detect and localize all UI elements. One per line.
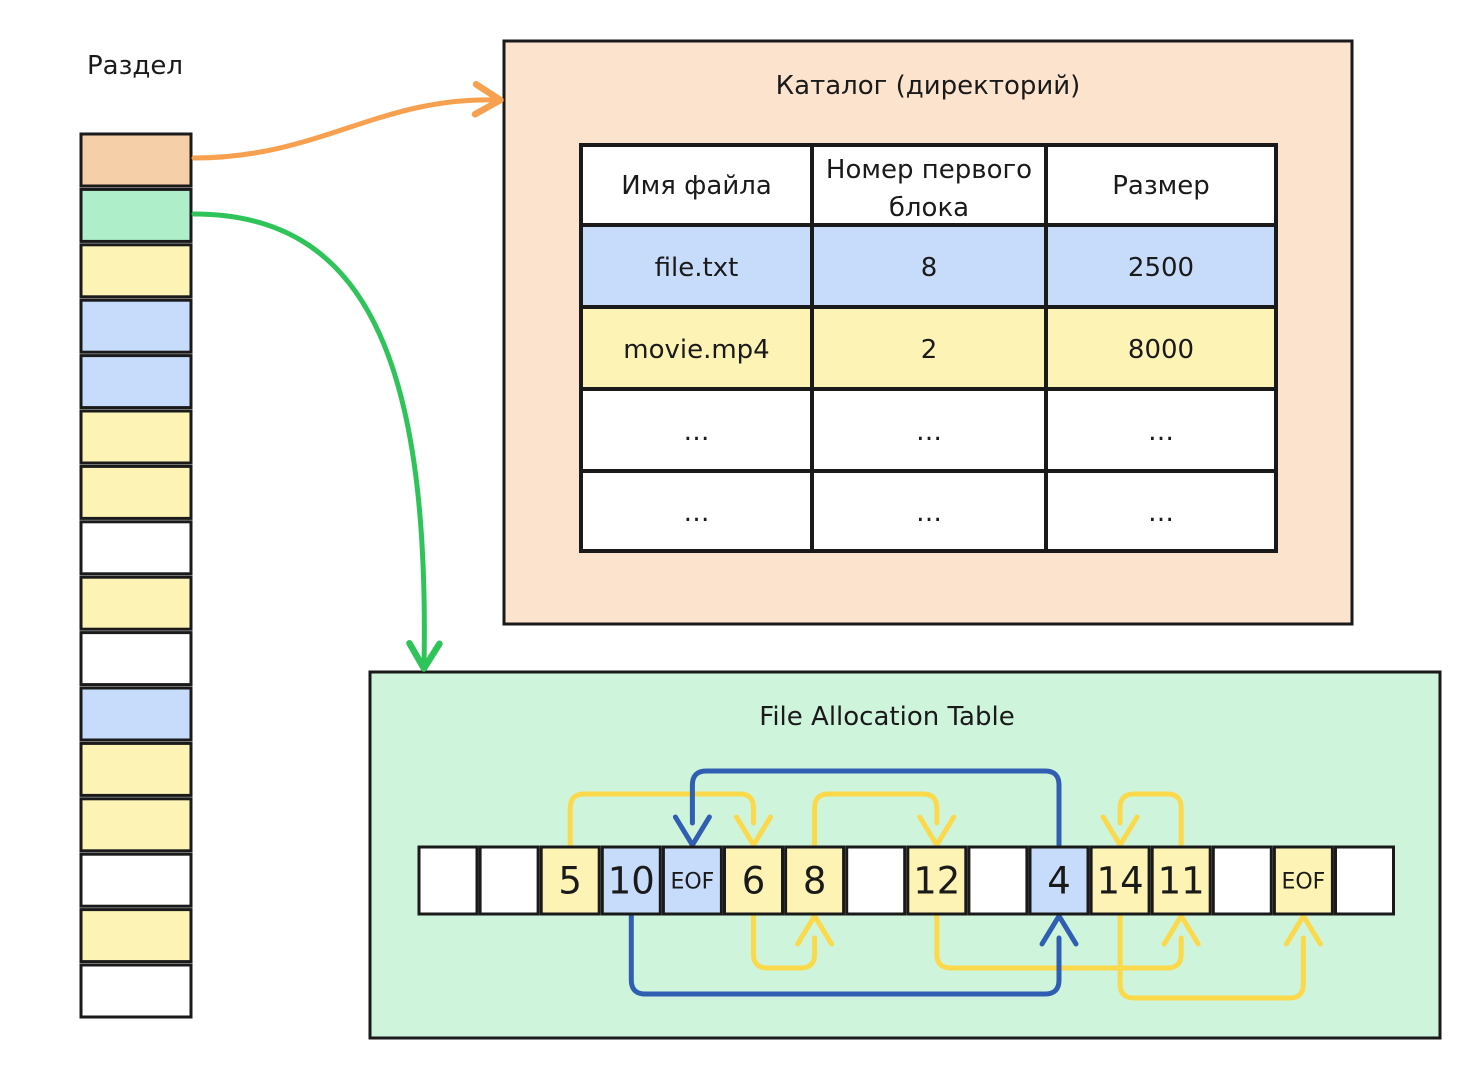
fat-link-arrowhead [795, 913, 835, 947]
fat-entry-movie [1089, 845, 1151, 916]
fat-link-file [689, 768, 1062, 850]
partition-block-free [79, 520, 193, 576]
fat-entry-movie [1150, 845, 1212, 916]
partition-block-movie [79, 908, 193, 964]
fat-link-arrowhead [734, 814, 773, 848]
fat-link-arrowhead [1161, 913, 1201, 947]
partition-block-catalog [79, 132, 193, 188]
fat-entry-free [417, 845, 479, 916]
fat-link-arrowhead [672, 814, 712, 848]
fat-link-movie [751, 911, 818, 971]
partition-block-file [79, 354, 193, 410]
partition-block-file [79, 298, 193, 354]
partition-block-free [79, 631, 193, 687]
catalog-title: Каталог (директорий) [776, 71, 1081, 101]
partition-block-free [79, 963, 193, 1019]
catalog-cell-value: … [916, 498, 942, 528]
fat-link-movie [567, 791, 756, 850]
fat-entry-value: 12 [913, 860, 960, 903]
partition-column [79, 132, 193, 1019]
catalog-header-label: Имя файла [621, 171, 772, 201]
partition-title: Раздел [87, 51, 183, 81]
fat-entry-value: 8 [803, 860, 827, 903]
catalog-header-label: Размер [1112, 171, 1210, 201]
partition-block-movie [79, 575, 193, 631]
catalog-cell [810, 223, 1048, 309]
fat-link-file [628, 911, 1062, 997]
catalog-cell [1044, 305, 1278, 391]
fat-arrow [191, 211, 443, 672]
catalog-cell-value: 2 [921, 335, 938, 365]
partition-block-fat [79, 187, 193, 243]
catalog-cell [579, 305, 814, 391]
fat-link-arrowhead [1039, 913, 1079, 947]
partition-block-movie [79, 409, 193, 465]
catalog-cell-value: file.txt [655, 253, 739, 283]
fat-entry-value: 4 [1047, 860, 1071, 903]
catalog-cell [810, 387, 1048, 473]
catalog-arrow [191, 81, 504, 161]
fat-link-movie [1117, 791, 1184, 850]
fat-link-movie [1117, 911, 1306, 1001]
fat-entry-value: 6 [742, 860, 766, 903]
partition-block-free [79, 852, 193, 908]
fat-chain-links [567, 768, 1323, 1001]
fat-link-arrowhead [917, 814, 957, 848]
fat-entry-movie [723, 845, 784, 916]
catalog-cell-value: 2500 [1128, 253, 1194, 283]
catalog-cell-value: movie.mp4 [623, 335, 769, 365]
catalog-cell [579, 223, 814, 309]
fat-entry-value: 11 [1158, 860, 1205, 903]
partition-block-file [79, 686, 193, 742]
fat-link-arrowhead [1100, 814, 1140, 848]
catalog-cell-value: 8 [921, 253, 938, 283]
catalog-cell [1044, 387, 1278, 473]
fat-entry-free [1211, 845, 1273, 916]
fat-entry-free [845, 845, 907, 916]
fat-entry-movie [539, 845, 601, 916]
fat-entry-movie [906, 845, 968, 916]
fat-entry-movie [784, 845, 846, 916]
fat-entry-free [478, 845, 540, 916]
fat-entry-free [1334, 845, 1395, 916]
catalog-cell [1044, 469, 1278, 553]
catalog-cell [1044, 223, 1278, 309]
catalog-cell-value: 8000 [1128, 335, 1194, 365]
fat-link-arrowhead [1283, 913, 1323, 947]
catalog-cell-value: … [1148, 498, 1174, 528]
fat-entry-value: EOF [670, 870, 714, 895]
fat-entry-file [661, 845, 723, 916]
partition-block-movie [79, 741, 193, 797]
partition-block-movie [79, 464, 193, 520]
catalog-cell-value: … [684, 417, 710, 447]
fat-link-movie [812, 791, 940, 850]
fat-entry-value: 14 [1097, 860, 1144, 903]
fat-entry-free [967, 845, 1029, 916]
fat-entry-value: EOF [1281, 870, 1325, 895]
partition-block-movie [79, 797, 193, 853]
fat-entry-file [1028, 845, 1090, 916]
catalog-cell [579, 469, 814, 553]
fat-entry-value: 5 [558, 860, 582, 903]
fat-title: File Allocation Table [759, 702, 1014, 732]
fat-entry-movie [1272, 845, 1334, 916]
catalog-cell-value: … [684, 498, 710, 528]
partition-block-movie [79, 243, 193, 299]
fat-entry-file [600, 845, 662, 916]
catalog-cell-value: … [916, 417, 942, 447]
catalog-cell-value: … [1148, 417, 1174, 447]
fat-entry-value: 10 [608, 860, 655, 903]
